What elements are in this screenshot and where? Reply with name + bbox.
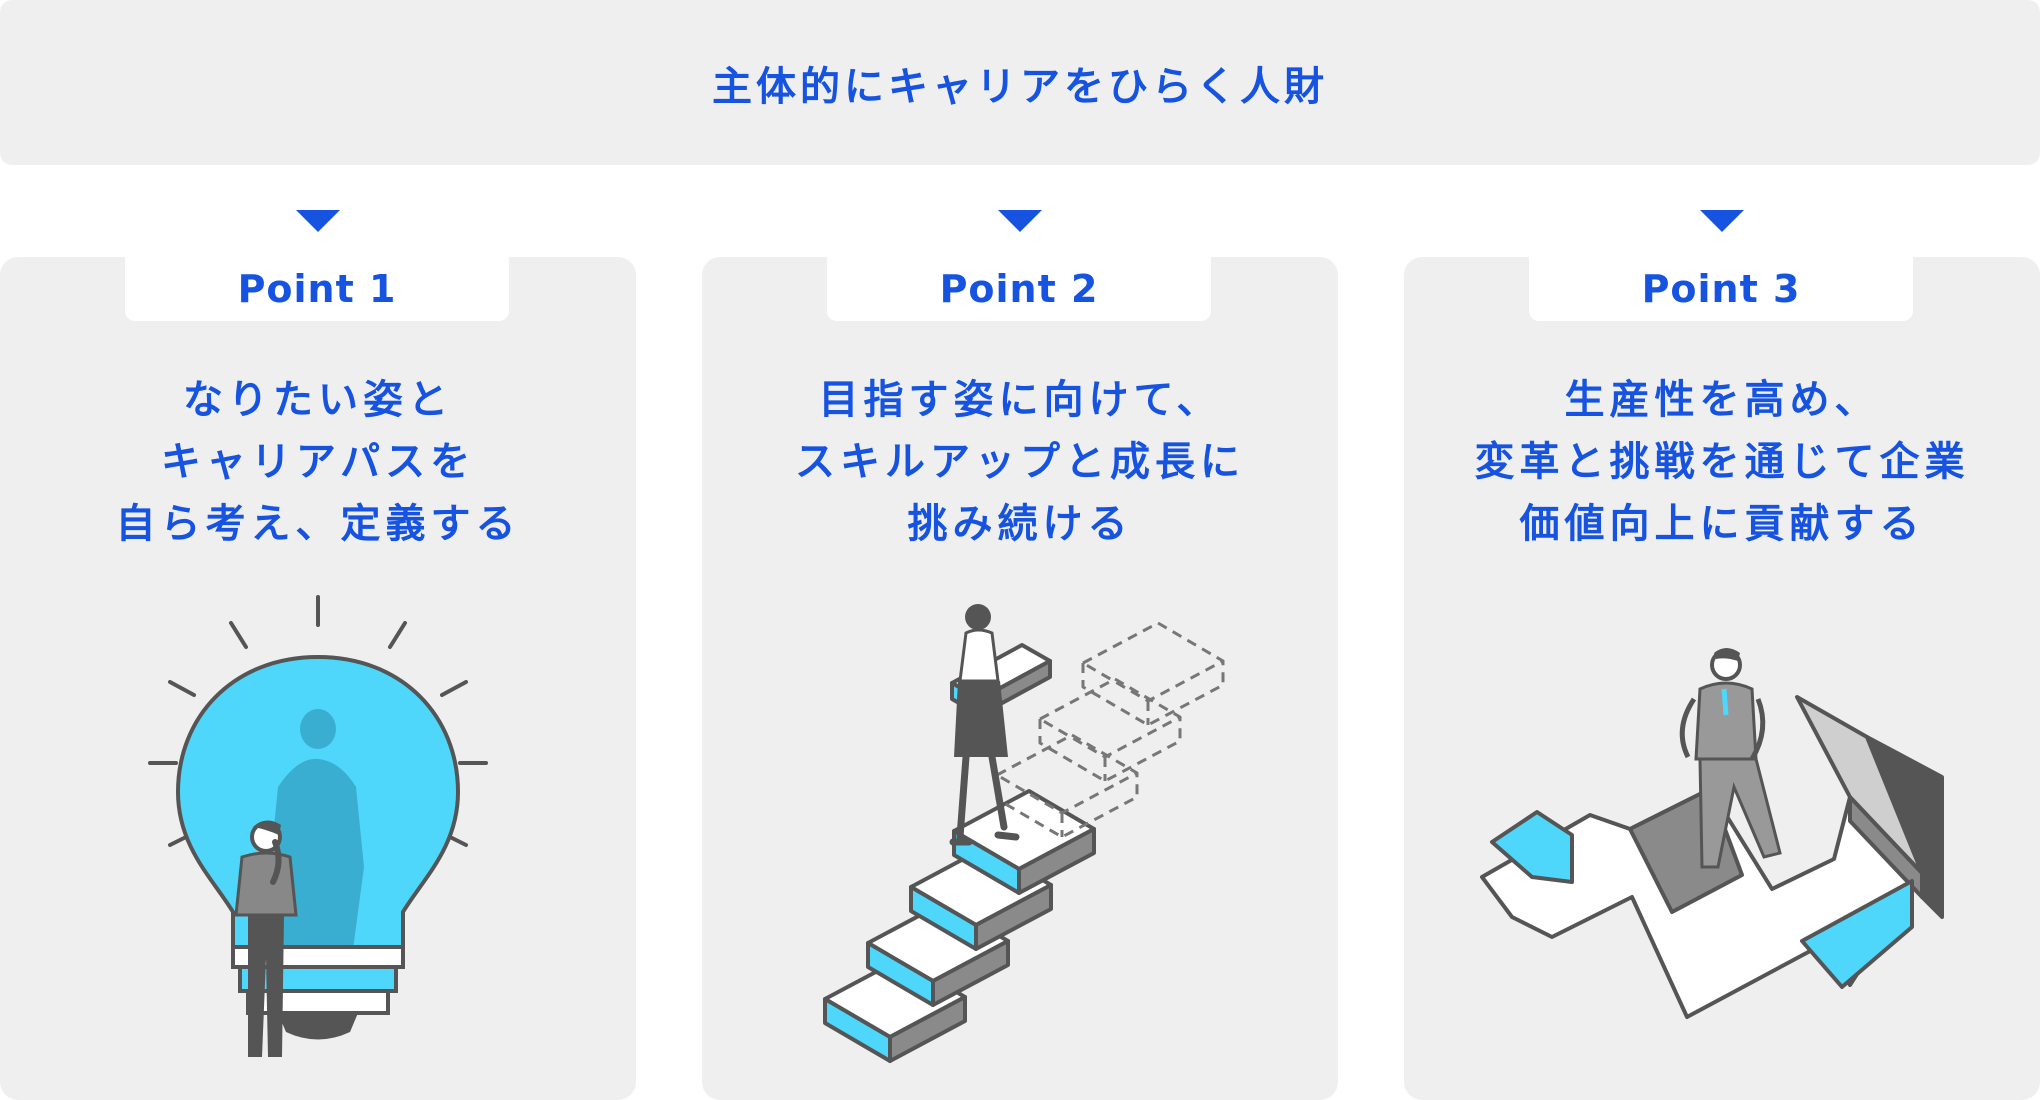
point-description: 目指す姿に向けて、 スキルアップと成長に 挑み続ける [702,369,1338,555]
point-tab: Point 3 [1529,257,1913,321]
point-card-3: Point 3 生産性を高め、 変革と挑戦を通じて企業 価値向上に貢献する [1404,257,2040,1100]
page-title: 主体的にキャリアをひらく人財 [712,63,1328,110]
point-description-line: なりたい姿と [183,377,453,423]
point-description: 生産性を高め、 変革と挑戦を通じて企業 価値向上に貢献する [1404,369,2040,555]
point-description-line: 目指す姿に向けて、 [818,377,1222,423]
down-arrow-icon [1700,210,1744,232]
point-tab: Point 1 [125,257,509,321]
top-banner: 主体的にキャリアをひらく人財 [0,0,2040,165]
point-description-line: キャリアパスを [160,439,476,485]
stairs-illustration-icon [823,604,1225,1063]
point-label: Point 1 [237,267,397,311]
down-arrow-icon [296,210,340,232]
point-label: Point 3 [1641,267,1801,311]
point-description: なりたい姿と キャリアパスを 自ら考え、定義する [0,369,636,555]
lightbulb-illustration-icon [148,595,488,1057]
point-description-line: 挑み続ける [907,501,1133,547]
down-arrow-icon [998,210,1042,232]
point-description-line: 変革と挑戦を通じて企業 [1474,439,1970,485]
point-description-line: 生産性を高め、 [1564,377,1880,423]
growth-arrow-illustration-icon [1480,648,1944,1019]
point-card-2: Point 2 目指す姿に向けて、 スキルアップと成長に 挑み続ける [702,257,1338,1100]
point-description-line: スキルアップと成長に [795,439,1245,485]
point-label: Point 2 [939,267,1099,311]
point-description-line: 自ら考え、定義する [115,501,521,547]
point-tab: Point 2 [827,257,1211,321]
point-card-1: Point 1 なりたい姿と キャリアパスを 自ら考え、定義する [0,257,636,1100]
point-description-line: 価値向上に貢献する [1519,501,1925,547]
